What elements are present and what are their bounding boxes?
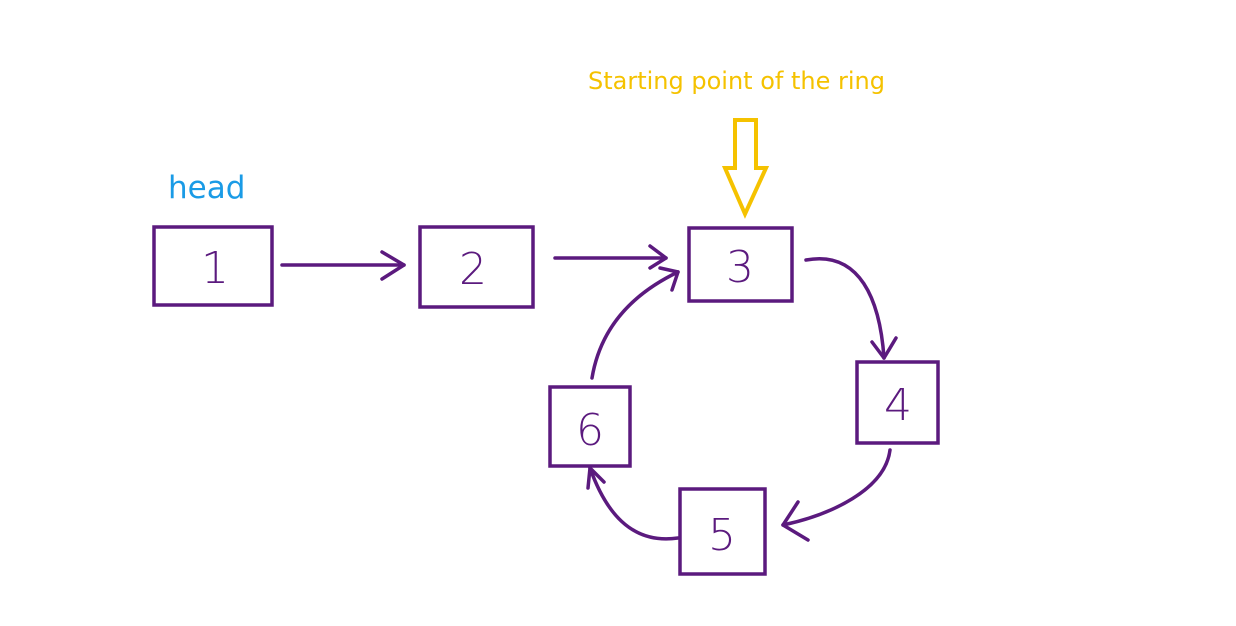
edge-5-6: [586, 466, 680, 541]
svg-text:1: 1: [201, 243, 229, 294]
edge-3-4: [804, 256, 898, 360]
ring-start-label: Starting point of the ring: [588, 67, 885, 95]
svg-text:6: 6: [576, 405, 604, 456]
ring-start-arrow-icon: [721, 118, 770, 219]
svg-text:2: 2: [459, 244, 487, 295]
node-2: 2: [418, 225, 535, 309]
svg-text:4: 4: [884, 380, 912, 431]
node-6: 6: [548, 385, 632, 468]
edge-6-3: [590, 266, 680, 380]
edge-1-2: [280, 250, 406, 281]
edge-2-3: [553, 244, 668, 270]
svg-text:5: 5: [708, 510, 736, 561]
node-1: 1: [152, 225, 274, 307]
node-3: 3: [687, 226, 794, 303]
edge-4-5: [781, 448, 892, 542]
svg-text:3: 3: [726, 242, 754, 293]
node-5: 5: [678, 487, 767, 576]
node-4: 4: [855, 360, 940, 445]
head-label: head: [168, 170, 245, 206]
